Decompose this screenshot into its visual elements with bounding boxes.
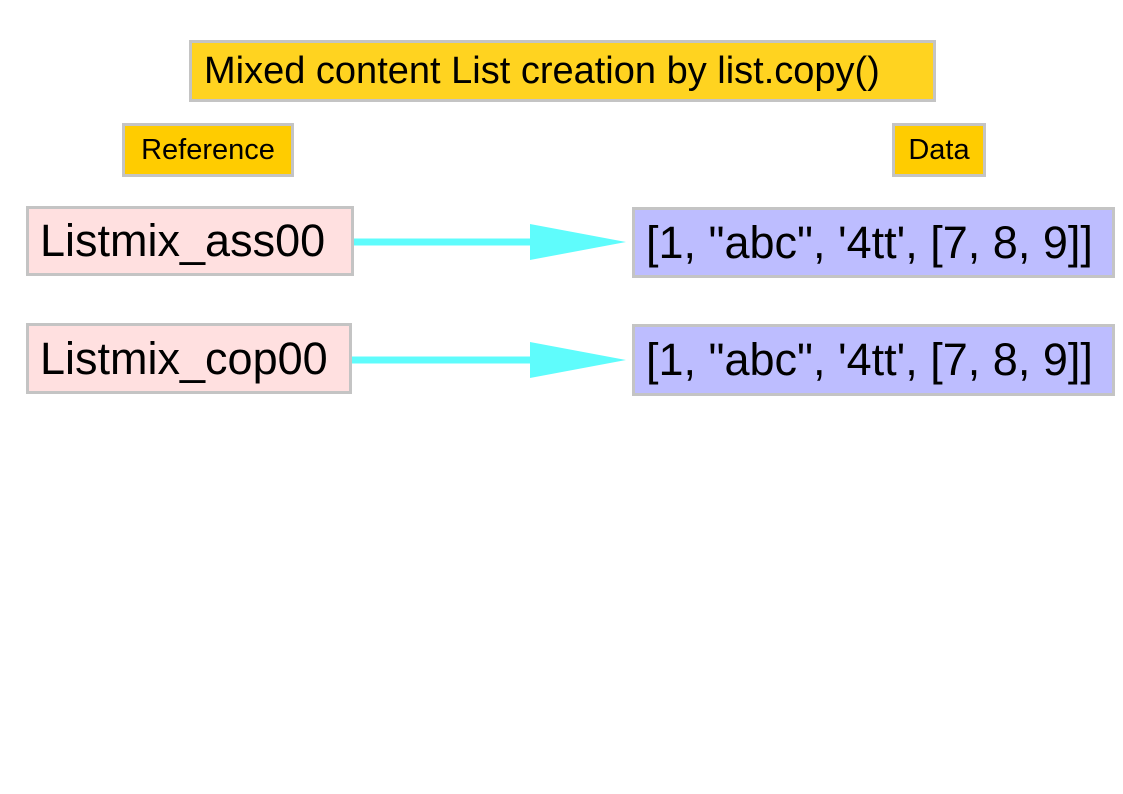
data-box: [1, "abc", '4tt', [7, 8, 9]] xyxy=(632,324,1115,396)
arrow-head xyxy=(530,224,626,260)
arrow-row-1 xyxy=(352,342,626,378)
arrow-head xyxy=(530,342,626,378)
diagram-title: Mixed content List creation by list.copy… xyxy=(189,40,936,102)
reference-box: Listmix_ass00 xyxy=(26,206,354,276)
reference-header: Reference xyxy=(122,123,294,177)
data-box: [1, "abc", '4tt', [7, 8, 9]] xyxy=(632,207,1115,278)
arrow-row-0 xyxy=(354,224,626,260)
reference-box: Listmix_cop00 xyxy=(26,323,352,394)
data-header: Data xyxy=(892,123,986,177)
